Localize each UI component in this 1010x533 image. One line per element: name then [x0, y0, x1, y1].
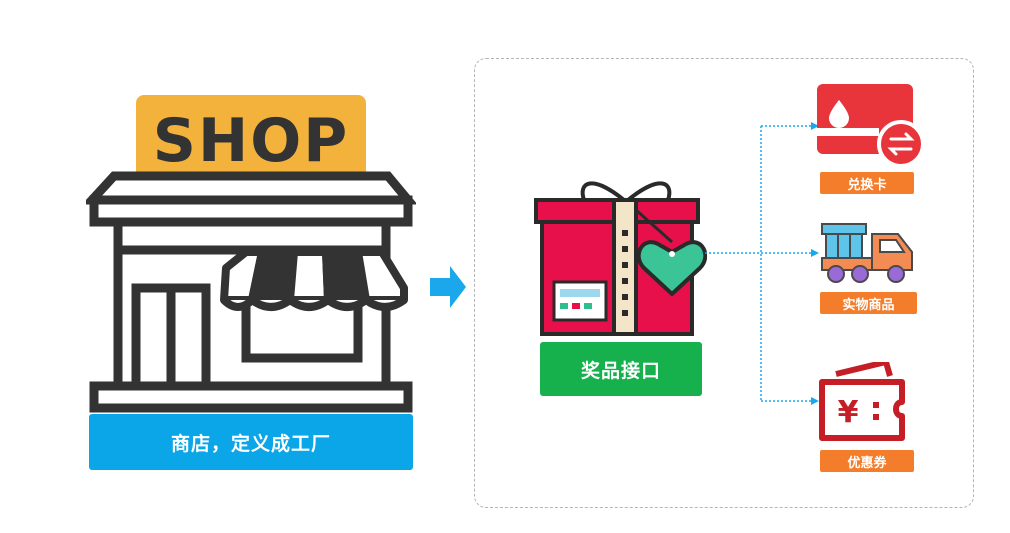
reward-label-exchange-card: 兑换卡: [820, 172, 914, 194]
shop-sign: [136, 95, 366, 181]
reward-connector: [701, 122, 819, 405]
flow-arrow-icon: [430, 266, 466, 308]
shop-base: [89, 381, 413, 413]
shop-cornice: [89, 195, 413, 227]
exchange-card-icon: [817, 84, 925, 168]
gift-box-icon: [534, 181, 707, 336]
reward-label-coupon: 优惠券: [820, 450, 914, 472]
reward-panel: [474, 58, 974, 508]
shop-caption: 商店，定义成工厂: [89, 414, 413, 470]
coupon-icon: ¥: [819, 362, 905, 441]
gift-caption: 奖品接口: [540, 342, 702, 396]
reward-label-physical-goods: 实物商品: [820, 292, 917, 314]
coupon-yen-symbol: ¥: [838, 395, 859, 430]
shop-storefront-icon: SHOP: [86, 95, 416, 413]
truck-icon: [821, 223, 913, 283]
shop-awning: [220, 248, 408, 311]
shop-sign-text: SHOP: [153, 106, 349, 176]
